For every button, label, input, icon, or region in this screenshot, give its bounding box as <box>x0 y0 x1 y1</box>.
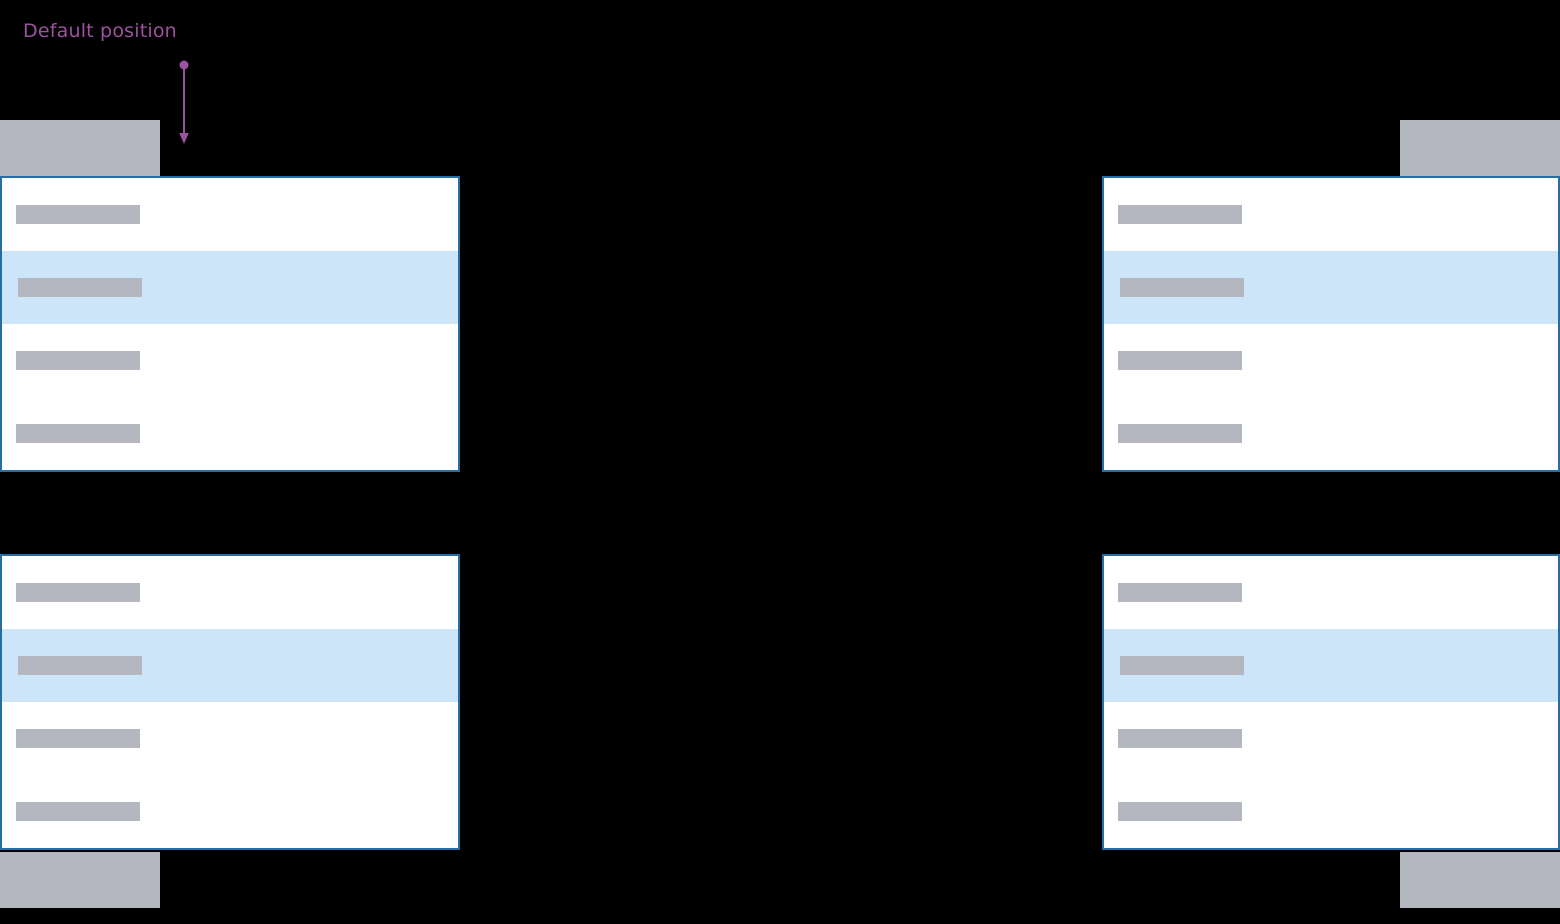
menu-item-placeholder <box>1120 656 1244 675</box>
menu-item[interactable] <box>2 178 458 251</box>
menu-item-placeholder <box>16 729 140 748</box>
menu-item[interactable] <box>2 629 458 702</box>
menu-item-placeholder <box>16 802 140 821</box>
menu-item-placeholder <box>18 656 142 675</box>
menu-panel-bottom-left <box>0 554 460 850</box>
menu-trigger-bottom-right[interactable] <box>1400 852 1560 908</box>
menu-item-placeholder <box>16 205 140 224</box>
default-position-label: Default position <box>23 20 177 42</box>
menu-item-placeholder <box>1118 351 1242 370</box>
menu-item[interactable] <box>1104 556 1558 629</box>
menu-item-placeholder <box>1118 205 1242 224</box>
menu-item-placeholder <box>1118 583 1242 602</box>
menu-item-placeholder <box>18 278 142 297</box>
menu-panel-top-right <box>1102 176 1560 472</box>
menu-item-placeholder <box>16 351 140 370</box>
menu-item[interactable] <box>1104 702 1558 775</box>
menu-trigger-top-left[interactable] <box>0 120 160 176</box>
menu-item-placeholder <box>1120 278 1244 297</box>
menu-item[interactable] <box>2 556 458 629</box>
menu-item-placeholder <box>1118 424 1242 443</box>
menu-item[interactable] <box>1104 178 1558 251</box>
menu-item[interactable] <box>2 324 458 397</box>
menu-panel-top-left <box>0 176 460 472</box>
menu-trigger-top-right[interactable] <box>1400 120 1560 176</box>
menu-item-placeholder <box>1118 729 1242 748</box>
menu-item[interactable] <box>1104 629 1558 702</box>
menu-panel-bottom-right <box>1102 554 1560 850</box>
menu-item[interactable] <box>2 251 458 324</box>
menu-item-placeholder <box>16 583 140 602</box>
menu-item[interactable] <box>2 775 458 848</box>
arrow-down-icon <box>179 60 189 144</box>
menu-item[interactable] <box>2 702 458 775</box>
menu-item-placeholder <box>1118 802 1242 821</box>
menu-trigger-bottom-left[interactable] <box>0 852 160 908</box>
menu-item[interactable] <box>1104 251 1558 324</box>
menu-item[interactable] <box>1104 324 1558 397</box>
menu-item[interactable] <box>1104 775 1558 848</box>
menu-item[interactable] <box>1104 397 1558 470</box>
menu-item-placeholder <box>16 424 140 443</box>
menu-item[interactable] <box>2 397 458 470</box>
